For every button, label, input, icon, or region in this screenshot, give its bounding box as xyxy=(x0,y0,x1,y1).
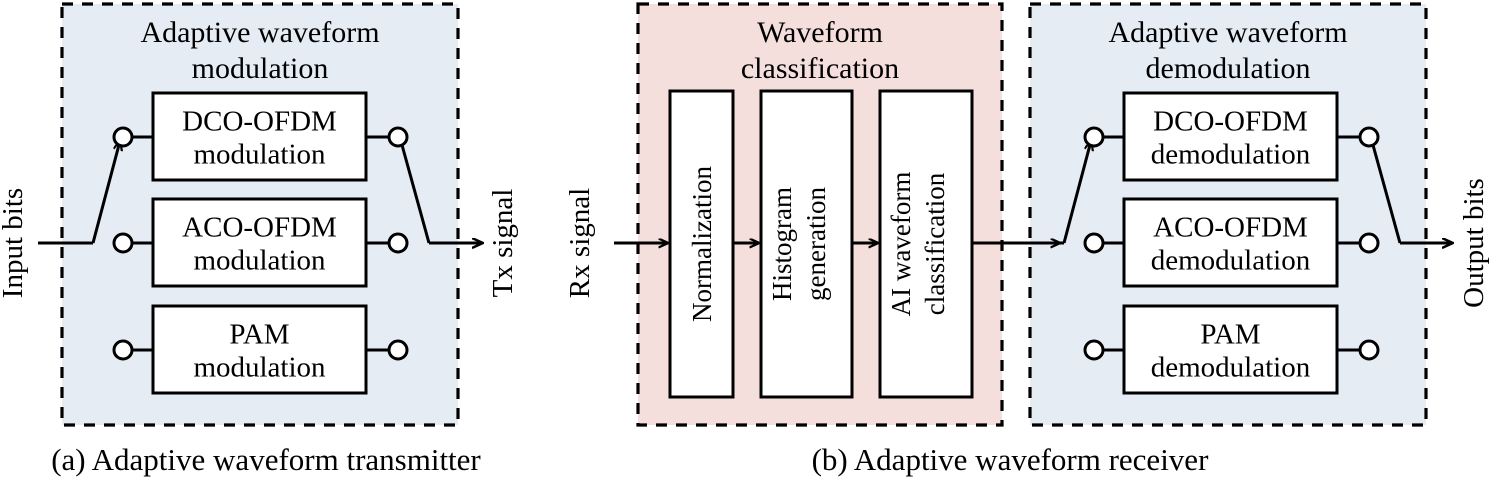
classification-panel-title-line1: Waveform xyxy=(757,16,883,49)
block-aco-ofdm-demodulation-line1: ACO-OFDM xyxy=(1153,212,1308,244)
output-bits-label: Output bits xyxy=(1458,178,1490,308)
block-pam-modulation[interactable] xyxy=(151,304,368,395)
tx-input-switch-arm[interactable] xyxy=(91,141,120,244)
rx-output-terminal-aco[interactable] xyxy=(1358,232,1380,254)
rx-output-terminal-pam[interactable] xyxy=(1358,339,1380,361)
block-dco-ofdm-demodulation-line1: DCO-OFDM xyxy=(1153,106,1308,138)
caption-b: (b) Adaptive waveform receiver xyxy=(812,442,1209,477)
caption-a: (a) Adaptive waveform transmitter xyxy=(51,442,481,477)
block-histogram-generation-line1: Histogram xyxy=(767,187,797,301)
block-pam-modulation-line2: modulation xyxy=(193,352,326,384)
rx-output-switch-arm[interactable] xyxy=(1371,144,1402,244)
transmitter-panel-title-line1: Adaptive waveform xyxy=(140,16,379,49)
rx-input-terminal-dco[interactable] xyxy=(1083,126,1105,148)
block-histogram-generation-line2: generation xyxy=(801,187,831,301)
input-bits-label: Input bits xyxy=(0,188,29,298)
block-normalization-line1: Normalization xyxy=(687,166,717,322)
rx-output-terminal-dco[interactable] xyxy=(1358,126,1380,148)
tx-output-terminal-pam[interactable] xyxy=(387,339,409,361)
block-dco-ofdm-modulation-line2: modulation xyxy=(193,139,326,171)
block-ai-waveform-classification-line2: classification xyxy=(920,172,950,315)
block-pam-modulation-line1: PAM xyxy=(229,319,289,351)
block-dco-ofdm-modulation-line1: DCO-OFDM xyxy=(182,106,337,138)
block-dco-ofdm-demodulation[interactable] xyxy=(1122,91,1339,182)
receiver-panel-title-line2: demodulation xyxy=(1146,52,1311,85)
block-histogram-generation[interactable] xyxy=(759,89,854,399)
tx-output-terminal-dco[interactable] xyxy=(387,126,409,148)
block-ai-waveform-classification[interactable] xyxy=(878,89,974,399)
block-aco-ofdm-modulation-line1: ACO-OFDM xyxy=(182,212,337,244)
transmitter-panel-title-line2: modulation xyxy=(192,52,329,85)
tx-input-terminal-aco[interactable] xyxy=(112,232,134,254)
rx-input-switch-arm[interactable] xyxy=(1062,141,1091,244)
classification-panel-title-line2: classification xyxy=(741,52,899,85)
block-dco-ofdm-modulation[interactable] xyxy=(151,91,368,182)
block-pam-demodulation-line1: PAM xyxy=(1200,319,1260,351)
receiver-panel-title-line1: Adaptive waveform xyxy=(1108,16,1347,49)
block-pam-demodulation-line2: demodulation xyxy=(1151,352,1311,384)
tx-output-terminal-aco[interactable] xyxy=(387,232,409,254)
block-aco-ofdm-demodulation[interactable] xyxy=(1122,197,1339,288)
tx-input-terminal-dco[interactable] xyxy=(112,126,134,148)
tx-output-switch-arm[interactable] xyxy=(400,144,431,244)
block-ai-waveform-classification-line1: AI waveform xyxy=(886,172,916,317)
block-dco-ofdm-demodulation-line2: demodulation xyxy=(1151,139,1311,171)
tx-signal-label: Tx signal xyxy=(487,189,519,298)
rx-signal-label: Rx signal xyxy=(564,188,596,298)
rx-input-terminal-aco[interactable] xyxy=(1083,232,1105,254)
tx-input-terminal-pam[interactable] xyxy=(112,339,134,361)
rx-input-terminal-pam[interactable] xyxy=(1083,339,1105,361)
block-aco-ofdm-demodulation-line2: demodulation xyxy=(1151,245,1311,277)
block-aco-ofdm-modulation-line2: modulation xyxy=(193,245,326,277)
